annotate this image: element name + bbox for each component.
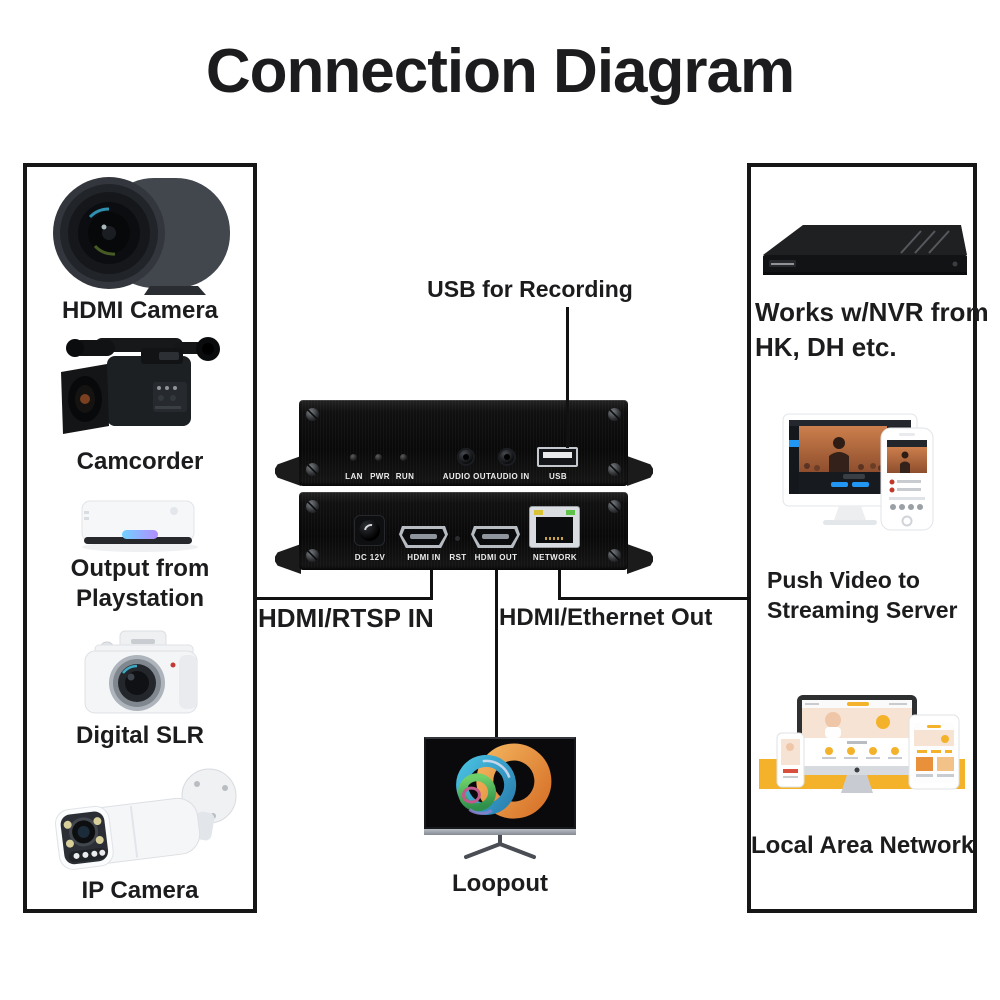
nvr-image [763,225,967,275]
screw-icon [608,500,621,513]
hdmi-out-label: HDMI OUT [474,553,518,562]
reset-hole-icon [455,536,460,541]
audio-in-label: AUDIO IN [490,472,530,481]
playstation-label-line1: Output from [70,555,210,582]
loopout-monitor-chin [424,829,576,835]
lan-image [759,695,965,793]
dslr-label: Digital SLR [75,722,204,749]
lan-led-icon [350,454,357,461]
hdmi-out-port [471,526,520,548]
mount-ear-icon [275,544,301,574]
audio-in-jack [498,448,516,466]
hdmi-ethernet-out-label: HDMI/Ethernet Out [499,604,713,631]
loopout-swirl-image [426,739,574,827]
run-led-icon [400,454,407,461]
network-led-green-icon [566,510,575,515]
screw-icon [306,500,319,513]
screw-icon [608,408,621,421]
connector-line-output [558,597,750,600]
camcorder-label: Camcorder [76,448,204,475]
pwr-led-icon [375,454,382,461]
hdmi-rtsp-in-label: HDMI/RTSP IN [258,603,434,633]
lan-led-label: LAN [345,472,363,481]
page-title: Connection Diagram [205,37,795,106]
usb-port [537,447,578,467]
pwr-led-label: PWR [370,472,390,481]
run-led-label: RUN [395,472,415,481]
audio-out-jack [457,448,475,466]
network-label: NETWORK [532,553,578,562]
mount-ear-icon [627,456,653,486]
streaming-label-line1: Push Video to [767,567,920,593]
screw-icon [306,408,319,421]
loopout-stand-icon [464,835,536,859]
network-led-yellow-icon [534,510,543,515]
audio-out-label: AUDIO OUT [442,472,492,481]
reset-label: RST [449,553,467,562]
lan-label: Local Area Network [751,832,975,859]
right-panel: Works w/NVR from HK, DH etc. [747,163,989,913]
ip-camera-label: IP Camera [81,877,199,904]
hdmi-in-port [399,526,448,548]
dc-power-label: DC 12V [354,553,386,562]
mount-ear-icon [627,544,653,574]
streaming-label-line2: Streaming Server [767,597,958,623]
dc-power-jack [354,515,385,546]
connector-line-usb [566,307,569,448]
camcorder-image [61,337,220,434]
loopout-label: Loopout [452,870,548,897]
connector-line-hdmi-in-stub [430,570,433,600]
screw-icon [306,463,319,476]
screw-icon [306,549,319,562]
connector-line-input [257,597,433,600]
connector-line-network-stub [558,570,561,600]
streaming-image [782,413,934,531]
nvr-label-line1: Works w/NVR from [755,297,989,327]
network-port [529,506,580,548]
hdmi-camera-label: HDMI Camera [61,297,219,324]
usb-port-label: USB [548,472,568,481]
connector-line-loopout [495,570,498,738]
ip-camera-image [55,768,237,870]
nvr-label-line2: HK, DH etc. [755,332,897,362]
left-panel: HDMI Camera Camcorder [23,163,257,913]
screw-icon [608,549,621,562]
mount-ear-icon [275,456,301,486]
screw-icon [608,463,621,476]
playstation-label-line2: Playstation [75,585,205,612]
dslr-image [84,630,198,714]
hdmi-camera-image [53,177,230,295]
playstation-image [81,500,198,552]
loopout-screen [424,737,576,829]
hdmi-in-label: HDMI IN [407,553,441,562]
usb-recording-label: USB for Recording [427,276,633,302]
